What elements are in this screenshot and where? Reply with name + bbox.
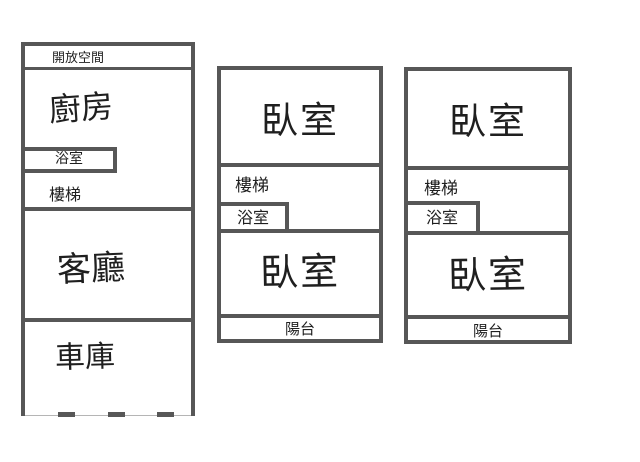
room-label-balcony-floor3: 陽台 [472,322,503,340]
room-label-stairs-floor3: 樓梯 [424,179,458,199]
room-label-bedroom-bottom-floor2: 臥室 [259,249,341,295]
room-label-bathroom-floor1: 浴室 [55,151,83,168]
room-label-bathroom-floor2: 浴室 [236,207,269,227]
room-label-bedroom-bottom-floor3: 臥室 [447,252,529,298]
room-label-bathroom-floor3: 浴室 [425,208,458,228]
room-label-balcony-floor2: 陽台 [284,320,315,338]
floor-plan-2: 臥室 樓梯 浴室 臥室 陽台 [217,66,383,343]
garage-door-dash [157,412,174,417]
room-label-bedroom-top-floor3: 臥室 [449,100,527,143]
bathroom-box-floor1: 浴室 [25,147,117,173]
wall-divider-bath-bedroom [408,231,568,235]
wall-divider-stairs-living [25,207,191,211]
wall-divider-bedroom-balcony [408,315,568,319]
wall-divider-bedroom-stairs [408,166,568,170]
room-label-kitchen: 廚房 [47,86,115,130]
garage-door-dash [58,412,75,417]
wall-divider-bath-bedroom [221,229,379,233]
garage-door-dash [108,412,125,417]
bathroom-box-floor3: 浴室 [408,201,480,235]
room-label-living-room: 客廳 [56,247,126,291]
room-label-open-space: 開放空間 [52,51,105,66]
wall-divider-bedroom-stairs [221,163,379,167]
wall-divider-bedroom-balcony [221,314,379,318]
wall-divider-living-garage [25,318,191,322]
room-label-garage: 車庫 [54,339,116,376]
room-label-stairs-floor2: 樓梯 [235,176,269,196]
room-label-stairs-floor1: 樓梯 [49,185,82,204]
floor-plan-3: 臥室 樓梯 浴室 臥室 陽台 [404,67,572,344]
room-label-bedroom-top-floor2: 臥室 [261,99,339,142]
floor-plan-1: 開放空間 廚房 浴室 樓梯 客廳 車庫 [21,42,195,417]
wall-divider-open-space [25,67,191,70]
